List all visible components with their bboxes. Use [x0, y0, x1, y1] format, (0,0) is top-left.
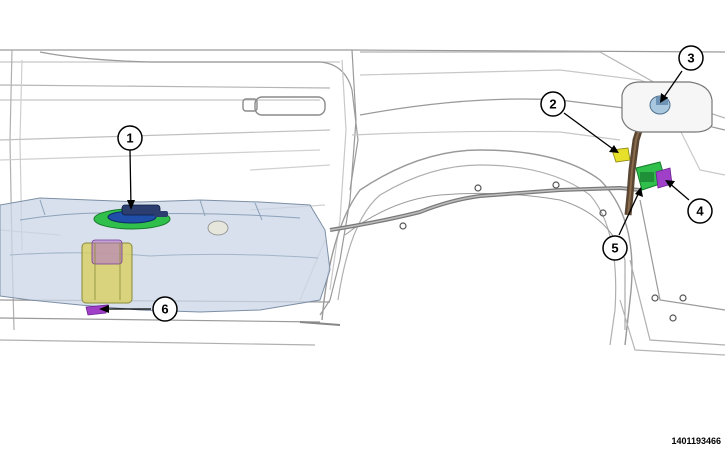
fuel-level-sender [81, 239, 133, 316]
leader-arrowheads [99, 93, 675, 313]
callout-3: 3 [678, 45, 704, 71]
fender-fasteners [399, 181, 687, 322]
figure-reference-id: 1401193466 [671, 436, 721, 446]
leader-lines [103, 70, 690, 310]
leader-line-5 [618, 189, 641, 236]
fuel-filler-tube [624, 116, 647, 216]
callout-2: 2 [540, 91, 566, 117]
fuel-pump-module [93, 204, 171, 230]
callout-1: 1 [117, 125, 143, 151]
fuel-fill-hose [329, 185, 641, 232]
callout-1-label: 1 [126, 131, 133, 146]
callout-5-label: 5 [611, 241, 618, 256]
callout-5: 5 [602, 235, 628, 261]
leader-line-2 [563, 112, 618, 153]
callout-4: 4 [687, 198, 713, 224]
leader-line-1 [129, 149, 132, 209]
callout-4-label: 4 [696, 204, 704, 219]
callout-6-label: 6 [161, 302, 168, 317]
leader-line-3 [661, 70, 683, 101]
callout-3-label: 3 [687, 51, 694, 66]
door-handle [242, 96, 326, 116]
callout-6: 6 [152, 296, 178, 322]
callout-2-label: 2 [549, 97, 556, 112]
fuel-filler-door [621, 81, 713, 133]
